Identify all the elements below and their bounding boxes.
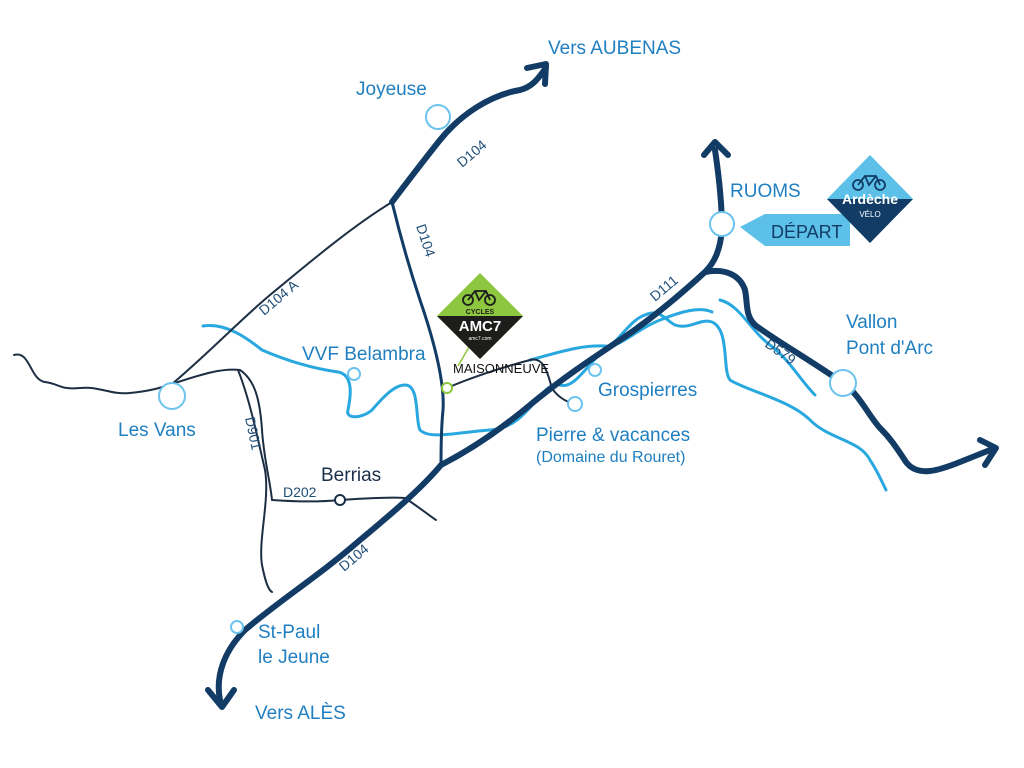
label-joyeuse: Joyeuse — [356, 79, 427, 100]
joyeuse-marker — [425, 104, 451, 130]
road-d104-mid — [390, 200, 445, 467]
label-st-paul-2: le Jeune — [258, 647, 330, 668]
depart-callout: DÉPART — [740, 214, 850, 246]
arrow-ales-icon — [205, 687, 237, 710]
ruoms-marker — [709, 211, 735, 237]
arrow-vallon-icon — [977, 437, 999, 468]
arrow-aubenas-icon — [524, 61, 549, 87]
st-paul-marker — [230, 620, 244, 634]
road-d104-south — [215, 462, 444, 703]
road-les-vans-east — [171, 368, 273, 501]
river-baume — [718, 298, 817, 397]
label-d104-middle: D104 — [413, 222, 439, 259]
label-ruoms: RUOMS — [730, 181, 801, 202]
amc7-logo-main: AMC7 — [459, 318, 502, 335]
berrias-marker — [334, 494, 346, 506]
label-vers-aubenas: Vers AUBENAS — [548, 38, 681, 59]
grospierres-marker — [588, 363, 602, 377]
secondary-roads — [390, 200, 445, 467]
bicycle-icon — [462, 290, 496, 306]
label-berrias: Berrias — [321, 465, 381, 486]
label-vallon-1: Vallon — [846, 312, 897, 333]
minor-roads — [13, 201, 576, 593]
road-d579 — [702, 268, 998, 475]
label-maisonneuve: MAISONNEUVE — [453, 361, 549, 376]
ardeche-logo-sub: VÉLO — [859, 210, 880, 219]
amc7-logo-top: CYCLES — [466, 309, 495, 316]
road-maisonneuve-east — [446, 358, 576, 405]
road-les-vans-west — [13, 353, 173, 395]
maisonneuve-marker — [441, 382, 453, 394]
direction-arrows — [205, 61, 999, 710]
label-d104-north: D104 — [454, 136, 490, 170]
depart-callout-shape — [740, 214, 850, 246]
town-markers — [158, 104, 857, 634]
label-vallon-2: Pont d'Arc — [846, 338, 933, 359]
vallon-marker — [829, 369, 857, 397]
ardeche-velo-logo: Ardèche VÉLO — [827, 155, 913, 243]
depart-label: DÉPART — [771, 222, 842, 242]
place-labels: Vers AUBENAS Joyeuse RUOMS Vallon Pont d… — [118, 38, 933, 724]
label-pierre-vacances-2: (Domaine du Rouret) — [536, 449, 685, 466]
amc7-logo-url: amc7.com — [468, 336, 491, 342]
label-st-paul-1: St-Paul — [258, 622, 320, 643]
arrow-ruoms-icon — [701, 139, 731, 158]
amc7-logo: CYCLES AMC7 amc7.com — [437, 273, 523, 367]
les-vans-marker — [158, 382, 186, 410]
vvf-marker — [347, 367, 361, 381]
label-grospierres: Grospierres — [598, 380, 697, 401]
road-d901 — [237, 369, 273, 593]
label-vvf: VVF Belambra — [302, 344, 426, 365]
bicycle-icon — [852, 175, 886, 191]
label-vers-ales: Vers ALÈS — [255, 703, 346, 724]
label-les-vans: Les Vans — [118, 420, 196, 441]
label-d202: D202 — [283, 484, 317, 500]
pierre-vacances-marker — [567, 396, 583, 412]
road-d202 — [271, 496, 437, 521]
ardeche-logo-text: Ardèche — [842, 191, 898, 207]
road-d104-north — [389, 65, 549, 205]
label-pierre-vacances-1: Pierre & vacances — [536, 425, 690, 446]
label-d104a: D104 A — [256, 276, 302, 318]
road-d104a — [171, 201, 393, 385]
label-d901: D901 — [242, 415, 265, 451]
